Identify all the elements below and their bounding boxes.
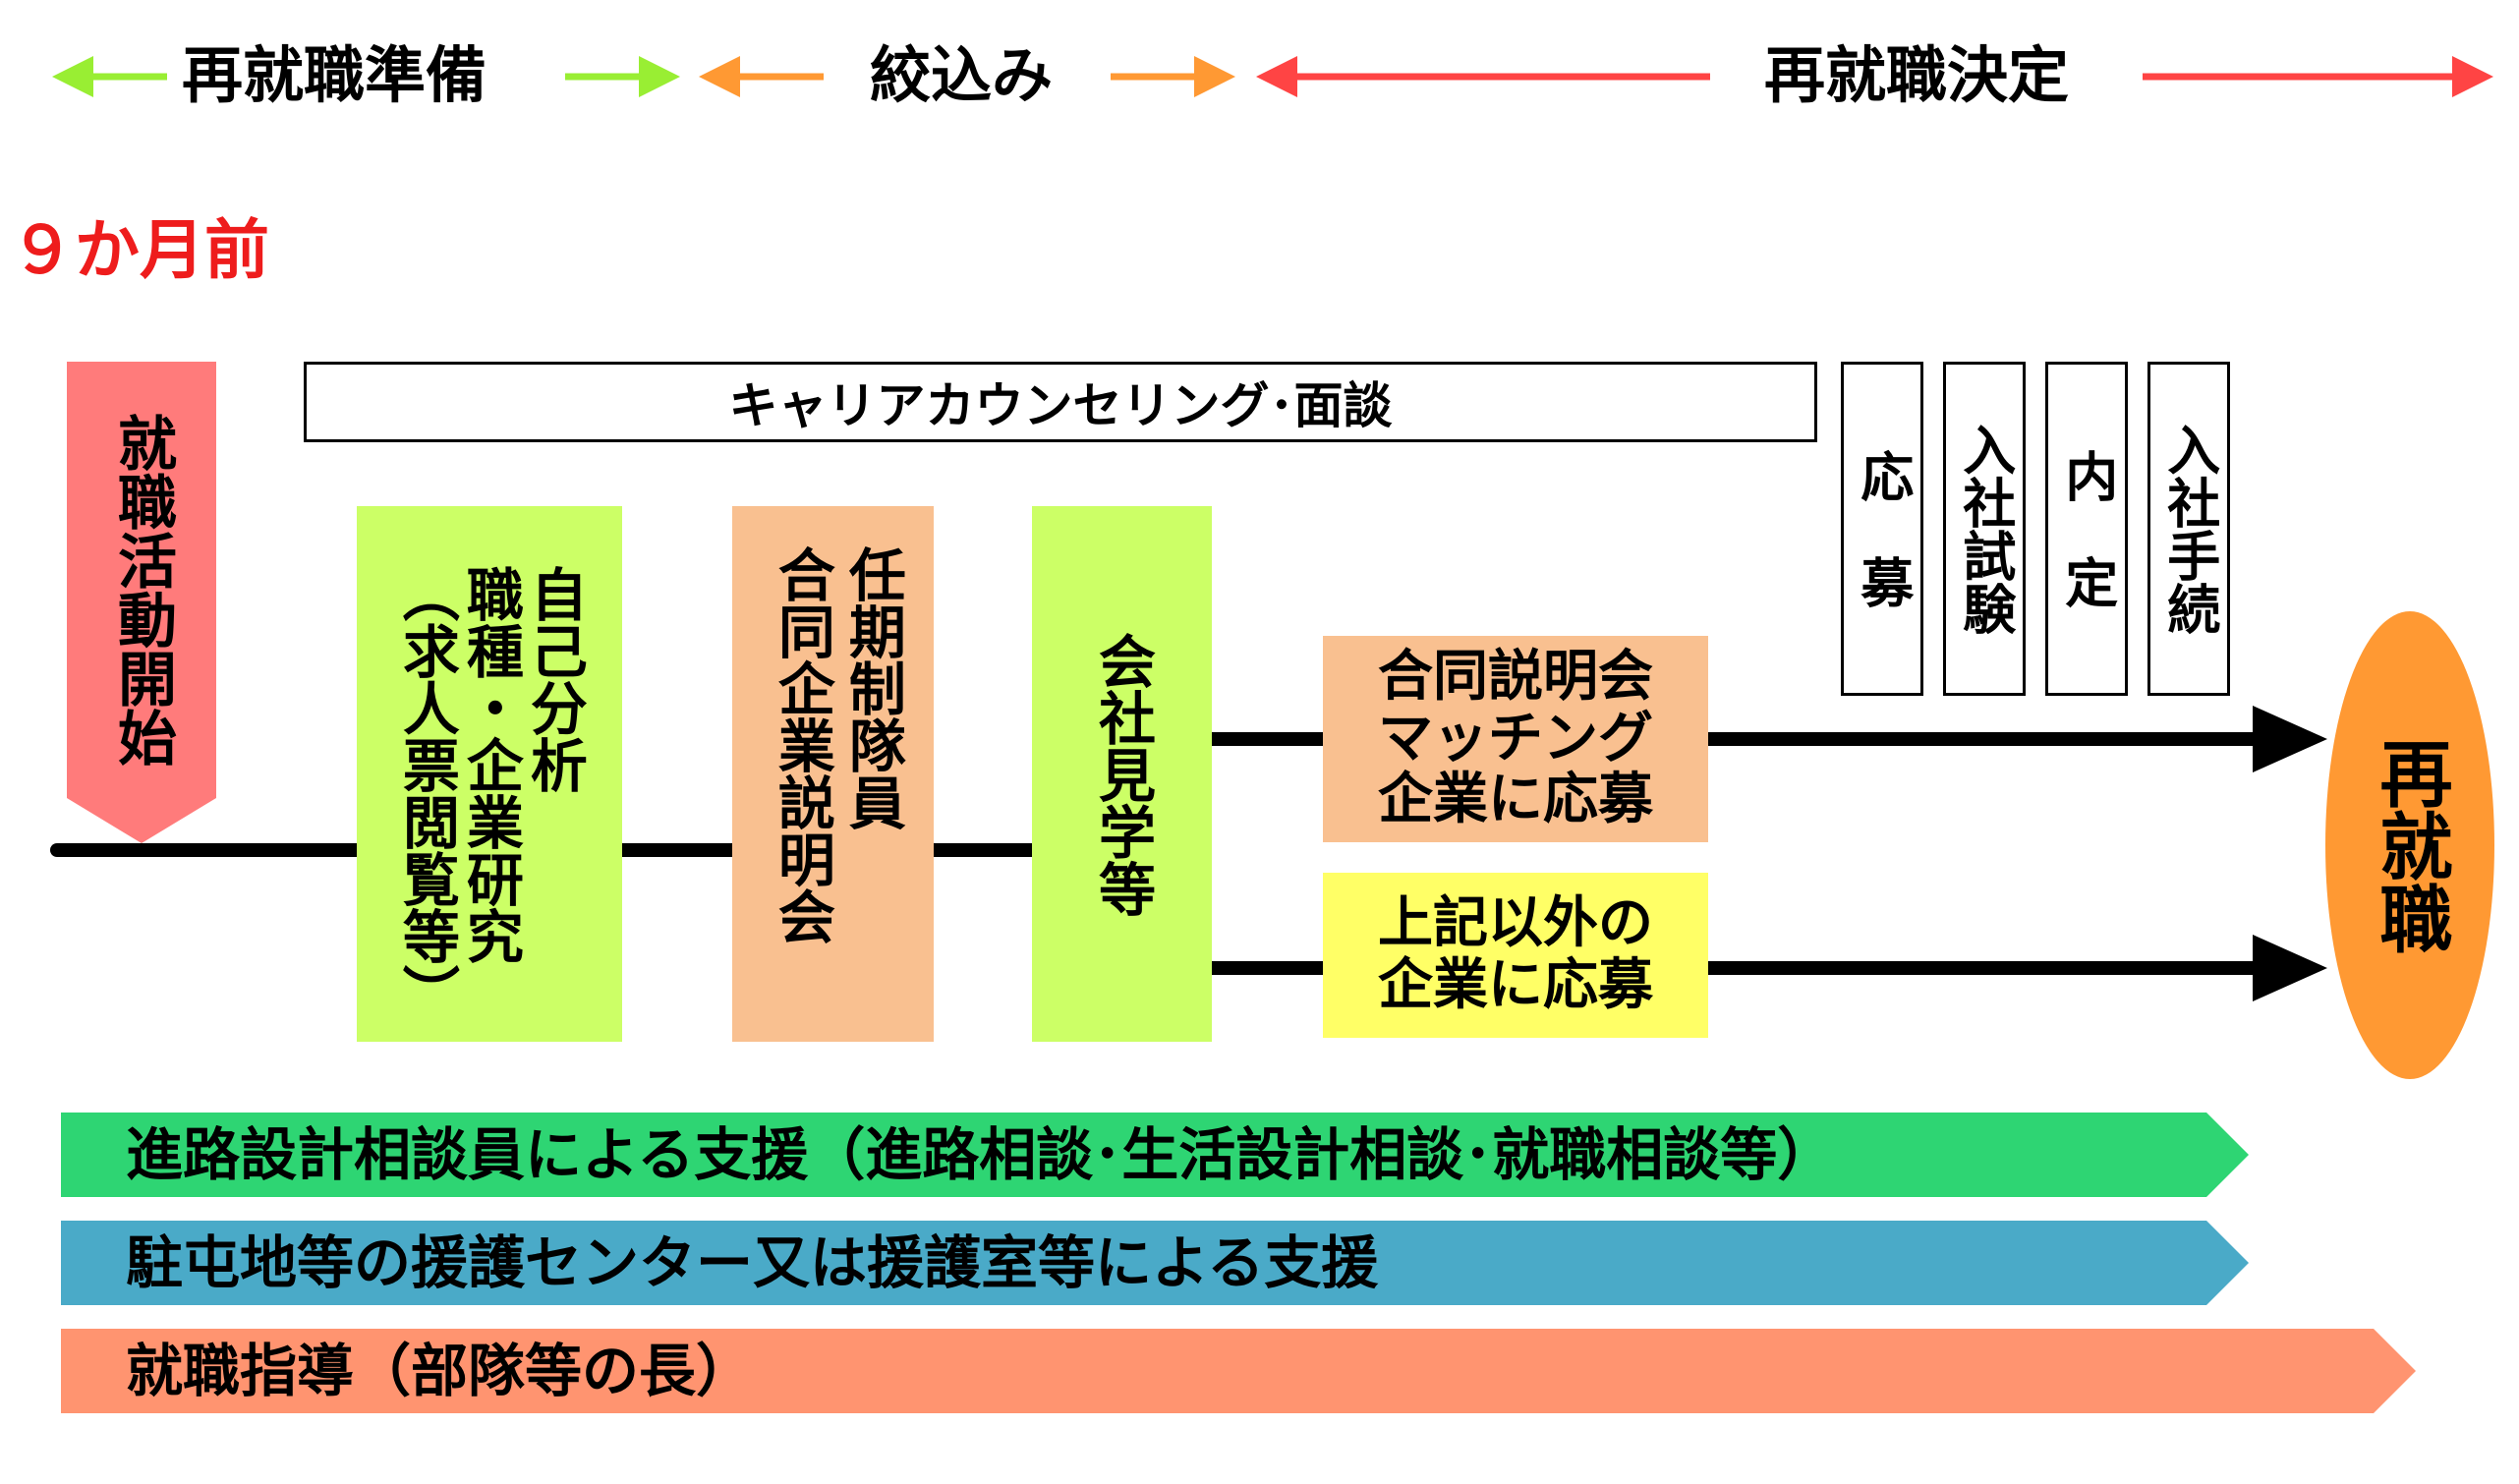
briefing-col-1: 任期制隊員 [838, 545, 906, 830]
band-text-2: 駐屯地等の援護センター又は援護室等による支援 [126, 1229, 1379, 1296]
stage-offer-box: 内 定 [2045, 362, 2128, 696]
start-box-label: 就職活動開始 [107, 413, 177, 767]
counseling-label: キャリアカウンセリング･面談 [728, 377, 1393, 434]
phase-label-prep: 再就職準備 [182, 39, 487, 111]
goal-ellipse [2325, 611, 2494, 1079]
band-shape-2 [61, 1221, 2249, 1305]
other-line-2: 企業に応募 [1378, 953, 1653, 1017]
stage-offer-label: 内 定 [2055, 449, 2118, 608]
joint-line-3: 企業に応募 [1378, 768, 1653, 832]
briefing-col-2: 合同企業説明会 [768, 545, 835, 944]
joint-line-2: マッチング [1378, 706, 1653, 771]
upper-arrow-head [2253, 706, 2327, 772]
phase-label-decision: 再就職決定 [1764, 39, 2070, 111]
self-analysis-col-1: 自己分析 [520, 565, 588, 793]
self-analysis-col-3: （求人票閲覧等） [392, 565, 460, 1021]
company-visit-box: 会社見学等 [1032, 506, 1212, 1042]
start-time-label: ９か月前 [10, 212, 269, 288]
band-text-1: 進路設計相談員による支援（進路相談･生活設計相談･就職相談等） [126, 1121, 1835, 1188]
stage-procedure-label: 入社手続 [2157, 423, 2220, 635]
stage-exam-label: 入社試験 [1953, 423, 2016, 635]
stage-exam-box: 入社試験 [1943, 362, 2026, 696]
other-line-1: 上記以外の [1378, 891, 1653, 956]
self-analysis-box: 自己分析 職種・企業研究 （求人票閲覧等） [357, 506, 622, 1042]
counseling-box: キャリアカウンセリング･面談 [304, 362, 1817, 442]
band-text-3: 就職指導（部隊等の長） [126, 1338, 754, 1404]
stage-apply-box: 応 募 [1841, 362, 1923, 696]
other-companies-box: 上記以外の 企業に応募 [1323, 873, 1708, 1038]
self-analysis-col-2: 職種・企業研究 [456, 565, 524, 964]
briefing-box: 任期制隊員 合同企業説明会 [732, 506, 934, 1042]
goal-label: 再就職 [2368, 736, 2452, 954]
band-shape-3 [61, 1329, 2416, 1413]
lower-arrow-head [2253, 935, 2327, 1001]
stage-apply-label: 応 募 [1851, 449, 1914, 608]
joint-line-1: 合同説明会 [1378, 644, 1653, 709]
start-box-shape [67, 362, 216, 843]
phase-label-narrow: 絞込み [870, 39, 1054, 111]
joint-briefing-box: 合同説明会 マッチング 企業に応募 [1323, 636, 1708, 842]
band-shape-1 [61, 1113, 2249, 1197]
company-visit-label: 会社見学等 [1088, 631, 1156, 917]
stage-procedure-box: 入社手続 [2147, 362, 2230, 696]
goal-area: 再就職 [2325, 611, 2494, 1079]
